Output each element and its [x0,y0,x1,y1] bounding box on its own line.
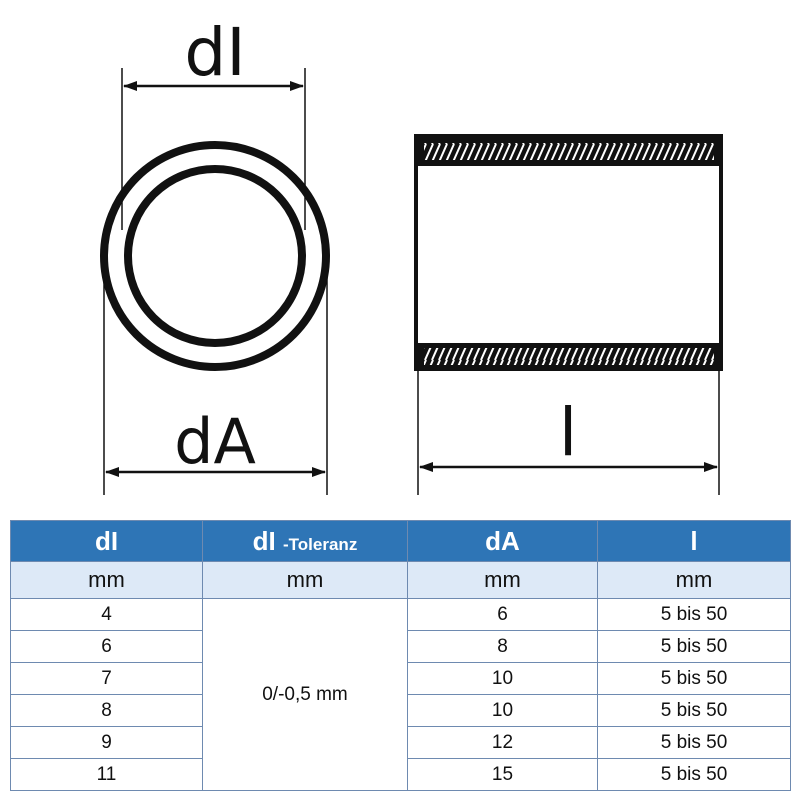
header-inner-diameter: dI [10,520,203,562]
cell-outer-diameter: 10 [407,694,598,727]
cell-outer-diameter: 15 [407,758,598,791]
unit-cell: mm [407,561,598,599]
technical-drawing: dI dA l [100,14,723,495]
cell-outer-diameter: 12 [407,726,598,759]
cell-inner-diameter: 7 [10,662,203,695]
cell-length: 5 bis 50 [597,694,791,727]
header-length: l [597,520,791,562]
inner-diameter-label: dI [184,14,245,91]
cell-outer-diameter: 8 [407,630,598,663]
header-outer-diameter: dA [407,520,598,562]
cell-length: 5 bis 50 [597,630,791,663]
table-row: 7 10 5 bis 50 [10,662,791,695]
cell-inner-diameter: 6 [10,630,203,663]
unit-cell: mm [202,561,408,599]
table-row: 8 10 5 bis 50 [10,694,791,727]
inner-diameter-dimension: dI [121,14,306,230]
cell-length: 5 bis 50 [597,726,791,759]
cell-tolerance: 0/-0,5 mm [202,598,408,791]
table-row: 6 8 5 bis 50 [10,630,791,663]
unit-row: mm mm mm mm [10,561,791,599]
header-tolerance: dI -Toleranz [202,520,408,562]
cell-length: 5 bis 50 [597,758,791,791]
cell-outer-diameter: 6 [407,598,598,631]
outer-diameter-dimension: dA [103,260,328,495]
cell-inner-diameter: 8 [10,694,203,727]
table-row: 4 0/-0,5 mm 6 5 bis 50 [10,598,791,791]
header-row: dI dI -Toleranz dA l [10,520,791,562]
cell-inner-diameter: 9 [10,726,203,759]
front-view-ring [100,141,330,371]
table-row: 9 12 5 bis 50 [10,726,791,759]
outer-diameter-label: dA [174,405,256,478]
cell-length: 5 bis 50 [597,598,791,631]
length-dimension: l [417,370,720,495]
spec-table: dI dI -Toleranz dA l mm mm mm mm 4 0/-0,… [10,520,791,791]
cell-outer-diameter: 10 [407,662,598,695]
table-row: 11 15 5 bis 50 [10,758,791,791]
cell-inner-diameter: 11 [10,758,203,791]
side-view-sleeve [414,134,723,371]
unit-cell: mm [10,561,203,599]
cell-length: 5 bis 50 [597,662,791,695]
unit-cell: mm [597,561,791,599]
length-label: l [559,394,577,471]
cell-inner-diameter: 4 [10,598,203,631]
